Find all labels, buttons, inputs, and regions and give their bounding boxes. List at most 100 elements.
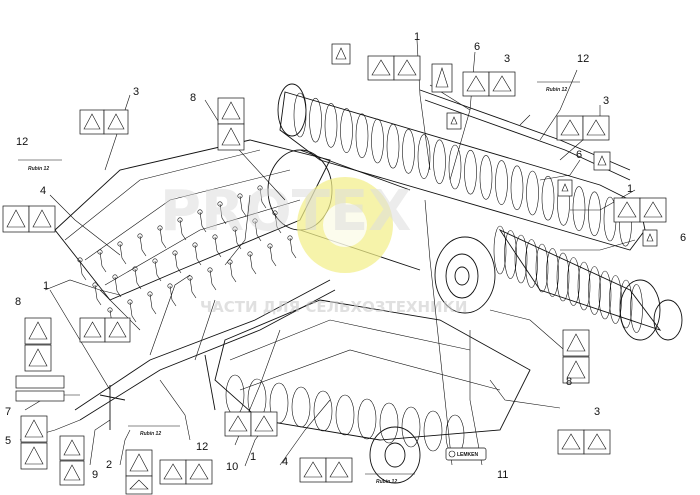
- callout-9: 9: [92, 469, 98, 481]
- tine-spring: [97, 249, 103, 255]
- disc-blade: [401, 406, 421, 448]
- tine-spring: [132, 266, 138, 272]
- roller-ring: [567, 257, 580, 306]
- brand-sticker-4: Rubin 12: [365, 473, 415, 485]
- warning-decal: [393, 55, 421, 81]
- warning-decal: [583, 429, 611, 455]
- tine-spring: [177, 217, 183, 223]
- transport-wheel: [434, 236, 496, 314]
- tine-spring: [107, 307, 113, 313]
- leader-lines: [19, 39, 636, 467]
- warning-triangle-icon: [28, 348, 48, 367]
- tine: [189, 277, 197, 299]
- brand-sticker-2: Rubin 12: [537, 81, 580, 93]
- callout-1-right: 1: [627, 183, 633, 195]
- tine: [119, 243, 127, 265]
- warning-decal: [20, 415, 48, 443]
- tine: [99, 251, 107, 273]
- tine: [239, 195, 247, 217]
- tine-spring: [92, 282, 98, 288]
- roller-ring: [556, 252, 570, 302]
- warning-decal: [331, 43, 351, 65]
- roller-ring: [309, 97, 322, 143]
- warning-decal: [299, 457, 327, 483]
- roller-ring: [510, 165, 524, 211]
- disc-blade: [313, 390, 333, 432]
- tine: [179, 219, 187, 241]
- tine-spring: [257, 185, 263, 191]
- disc-blade: [291, 386, 311, 428]
- warning-triangle-icon: [83, 113, 101, 130]
- roller-ring: [340, 108, 353, 153]
- callout-numbers: 1 3 6 3 12 8 3 12 6 4 1 6 8 8 7 5 12 1 9…: [5, 31, 686, 481]
- roller-ring: [546, 248, 559, 297]
- roller-ring: [504, 230, 517, 279]
- callout-12-left: 12: [16, 136, 28, 148]
- tine-spring: [137, 233, 143, 239]
- warning-decal: [462, 71, 490, 97]
- roller-ring: [371, 118, 384, 164]
- warning-triangle-icon: [63, 439, 81, 456]
- tine-spring: [127, 299, 133, 305]
- warning-triangle-icon: [163, 463, 183, 480]
- brand-sticker-1: Rubin 12: [18, 159, 62, 172]
- callout-3-top: 3: [504, 53, 510, 65]
- callout-1-left: 1: [43, 280, 49, 292]
- callout-6-top: 6: [474, 41, 480, 53]
- warning-triangle-icon: [24, 446, 44, 465]
- tine: [139, 235, 147, 257]
- roller-ring: [619, 279, 633, 329]
- tine-spring: [167, 283, 173, 289]
- tine: [194, 244, 202, 266]
- warning-decal: [224, 411, 252, 437]
- roller-ring: [355, 113, 369, 159]
- tine-spring: [117, 241, 123, 247]
- disc-blade: [379, 402, 399, 444]
- warning-triangle-icon: [561, 183, 569, 192]
- warning-triangle-icon: [561, 433, 581, 450]
- warning-decal: [431, 63, 453, 93]
- brand-label: Rubin 12: [376, 479, 397, 485]
- tine: [199, 211, 207, 233]
- warning-decal: [639, 197, 667, 223]
- tine-spring: [252, 218, 258, 224]
- tine-spring: [112, 274, 118, 280]
- tine-spring: [227, 259, 233, 265]
- warning-triangle-icon: [560, 119, 580, 136]
- tine-spring: [192, 242, 198, 248]
- warning-triangle-icon: [492, 75, 512, 92]
- callout-6-mid: 6: [576, 149, 582, 161]
- warning-triangle-icon: [329, 461, 349, 478]
- warning-decal: [125, 475, 153, 495]
- warning-triangle-icon: [228, 415, 248, 432]
- warning-triangle-icon: [254, 415, 274, 432]
- warning-triangle-icon: [586, 119, 606, 136]
- warning-triangle-icon: [303, 461, 323, 478]
- tine-spring: [237, 193, 243, 199]
- tine: [259, 187, 267, 209]
- callout-11: 11: [497, 469, 508, 481]
- tine-spring: [207, 267, 213, 273]
- reflector-strip: [15, 375, 65, 389]
- warning-decal: [79, 109, 105, 135]
- warning-decal: [642, 229, 658, 247]
- warning-decal: [250, 411, 278, 437]
- callout-3-left: 3: [133, 86, 139, 98]
- warning-decal: [20, 442, 48, 470]
- warning-triangle-icon: [189, 463, 209, 480]
- warning-triangle-icon: [435, 67, 449, 88]
- warning-triangle-icon: [597, 155, 607, 166]
- tine-spring: [187, 275, 193, 281]
- tine: [169, 285, 177, 307]
- roller-ring: [535, 243, 549, 293]
- roller-ring: [495, 160, 508, 205]
- roller-ring: [324, 103, 338, 148]
- disc-blade: [225, 374, 245, 416]
- callout-1-top: 1: [414, 31, 420, 43]
- warning-triangle-icon: [6, 209, 26, 228]
- warning-decal: [593, 151, 611, 171]
- roller-ring: [417, 134, 431, 179]
- warning-decal: [125, 449, 153, 477]
- disc-blade: [269, 382, 289, 424]
